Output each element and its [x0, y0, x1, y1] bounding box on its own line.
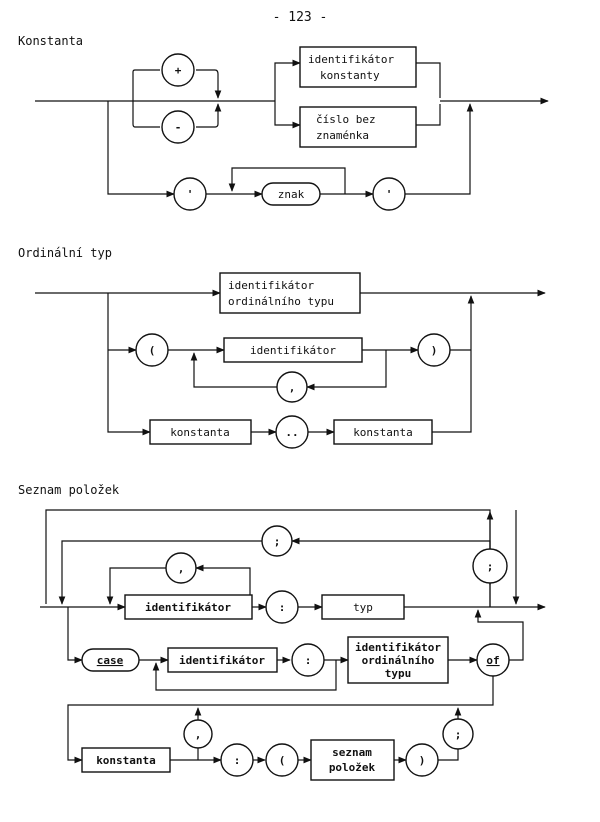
seznam-polozek-diagram: ; , identifikátor : typ ; case identifik…	[40, 509, 546, 781]
seznam-identifikator-label: identifikátor	[145, 601, 231, 614]
identifikator-konstanty-box	[299, 46, 417, 88]
case-keyword	[81, 648, 140, 672]
minus-terminal	[161, 110, 195, 144]
identifikator-box	[223, 337, 363, 363]
comma-bottom-label: ,	[195, 728, 202, 741]
page-number: - 123 -	[272, 10, 328, 25]
plus-label: +	[175, 64, 182, 77]
seznam-polozek-box	[310, 739, 395, 781]
paren-open-bottom-terminal	[265, 743, 299, 777]
case-label: case	[97, 654, 124, 667]
seznam-polozek-line2: položek	[329, 761, 376, 774]
semicolon-bottom-label: ;	[455, 728, 462, 741]
semicolon-bottom-terminal	[442, 718, 474, 750]
identifikator-konstanty-line2: konstanty	[320, 69, 380, 82]
ord-typ-line1: identifikátor	[228, 279, 314, 292]
konstanta-title: Konstanta	[18, 34, 84, 48]
quote-close-terminal	[372, 177, 406, 211]
ord-typ-line2: ordinálního typu	[228, 295, 334, 308]
case-identifikator-box	[167, 647, 278, 673]
plus-terminal	[161, 53, 195, 87]
paren-open-label: (	[149, 344, 156, 357]
comma-label: ,	[289, 381, 296, 394]
paren-close-terminal	[417, 333, 451, 367]
range-dots-terminal	[275, 415, 309, 449]
identifikator-label: identifikátor	[250, 344, 336, 357]
semicolon-right-label: ;	[487, 560, 494, 573]
typ-box	[321, 594, 405, 620]
colon-label-2: :	[305, 654, 312, 667]
of-label: of	[486, 654, 499, 667]
seznam-konstanta-box	[81, 747, 171, 773]
konstanta-box-1	[149, 419, 252, 445]
seznam-konstanta-label: konstanta	[96, 754, 156, 767]
cislo-line2: znaménka	[316, 129, 369, 142]
cislo-bez-znamenka-box	[299, 106, 417, 148]
colon-label-3: :	[234, 754, 241, 767]
cislo-line1: číslo bez	[316, 113, 376, 126]
of-keyword	[476, 643, 510, 677]
seznam-polozek-line1: seznam	[332, 746, 372, 759]
quote-open-terminal	[173, 177, 207, 211]
seznam-identifikator-box	[124, 594, 253, 620]
identifikator-konstanty-line1: identifikátor	[308, 53, 394, 66]
znak-terminal	[261, 182, 321, 206]
typ-label: typ	[353, 601, 373, 614]
konstanta-diagram: + - identifikátor konstanty číslo bez zn…	[35, 46, 549, 211]
case-typ-line1: identifikátor	[355, 641, 441, 654]
colon-terminal-1	[265, 590, 299, 624]
konstanta-label-1: konstanta	[170, 426, 230, 439]
case-typ-line3: typu	[385, 667, 412, 680]
semicolon-top-label: ;	[274, 535, 281, 548]
quote-close-label: '	[386, 188, 393, 201]
seznam-polozek-title: Seznam položek	[18, 483, 120, 497]
quote-open-label: '	[187, 188, 194, 201]
paren-close-label: )	[431, 344, 438, 357]
comma-terminal	[276, 371, 308, 403]
comma-top-terminal	[165, 552, 197, 584]
semicolon-top-terminal	[261, 525, 293, 557]
identifikator-ordinalniho-typu-box	[219, 272, 361, 314]
ordinalni-typ-diagram: identifikátor ordinálního typu ( identif…	[35, 272, 546, 449]
konstanta-label-2: konstanta	[353, 426, 413, 439]
comma-bottom-terminal	[183, 719, 213, 749]
paren-close-bottom-terminal	[405, 743, 439, 777]
ordinalni-typ-title: Ordinální typ	[18, 246, 112, 260]
colon-label-1: :	[279, 601, 286, 614]
range-dots-label: ..	[285, 426, 298, 439]
paren-open-terminal	[135, 333, 169, 367]
paren-close-bottom-label: )	[419, 754, 426, 767]
colon-terminal-2	[291, 643, 325, 677]
comma-top-label: ,	[178, 562, 185, 575]
case-typ-line2: ordinálního	[362, 654, 435, 667]
case-typ-box	[347, 636, 449, 684]
paren-open-bottom-label: (	[279, 754, 286, 767]
case-identifikator-label: identifikátor	[179, 654, 265, 667]
colon-terminal-3	[220, 743, 254, 777]
znak-label: znak	[278, 188, 305, 201]
konstanta-box-2	[333, 419, 433, 445]
minus-label: -	[175, 121, 182, 134]
semicolon-right-terminal	[472, 548, 508, 584]
